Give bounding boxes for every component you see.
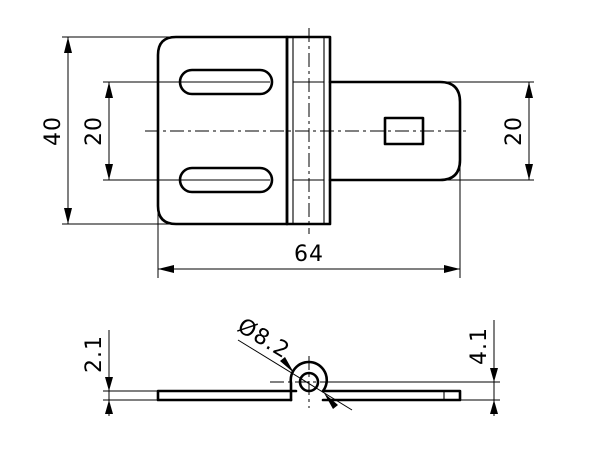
- arrow-overall-width-right: [444, 265, 460, 273]
- right-tab-outline: [328, 80, 462, 182]
- side-view: Ø8.2 2.1 4.1: [82, 314, 500, 416]
- arrow-slot-spacing-top: [105, 82, 113, 98]
- arrow-leaf-thickness-bottom: [105, 400, 113, 414]
- dim-knuckle-height-label: 4.1: [467, 327, 492, 365]
- arrow-slot-spacing-bottom: [105, 164, 113, 180]
- dim-slot-spacing-label: 20: [82, 116, 107, 146]
- side-right-leaf: [321, 389, 462, 402]
- dim-knuckle-diameter-label: Ø8.2: [233, 314, 294, 364]
- arrow-tab-height-bottom: [525, 164, 533, 180]
- arrow-knuckle-height-bottom: [490, 400, 498, 414]
- top-view: 40 20 20 64: [41, 28, 534, 278]
- arrow-diameter-upper: [280, 357, 294, 373]
- arrow-overall-width-left: [158, 265, 174, 273]
- side-left-leaf: [156, 389, 298, 402]
- arrow-knuckle-height-top: [490, 368, 498, 382]
- dim-leaf-thickness-label: 2.1: [82, 335, 107, 373]
- dim-tab-height-label: 20: [502, 116, 527, 146]
- arrow-leaf-thickness-top: [105, 377, 113, 391]
- dim-overall-width-label: 64: [294, 242, 324, 267]
- diameter-leader-line: [237, 339, 353, 411]
- arrow-tab-height-top: [525, 82, 533, 98]
- arrow-overall-height-bottom: [64, 208, 72, 224]
- dim-overall-height-label: 40: [41, 116, 66, 146]
- arrow-overall-height-top: [64, 37, 72, 53]
- arrow-diameter-lower: [324, 393, 338, 409]
